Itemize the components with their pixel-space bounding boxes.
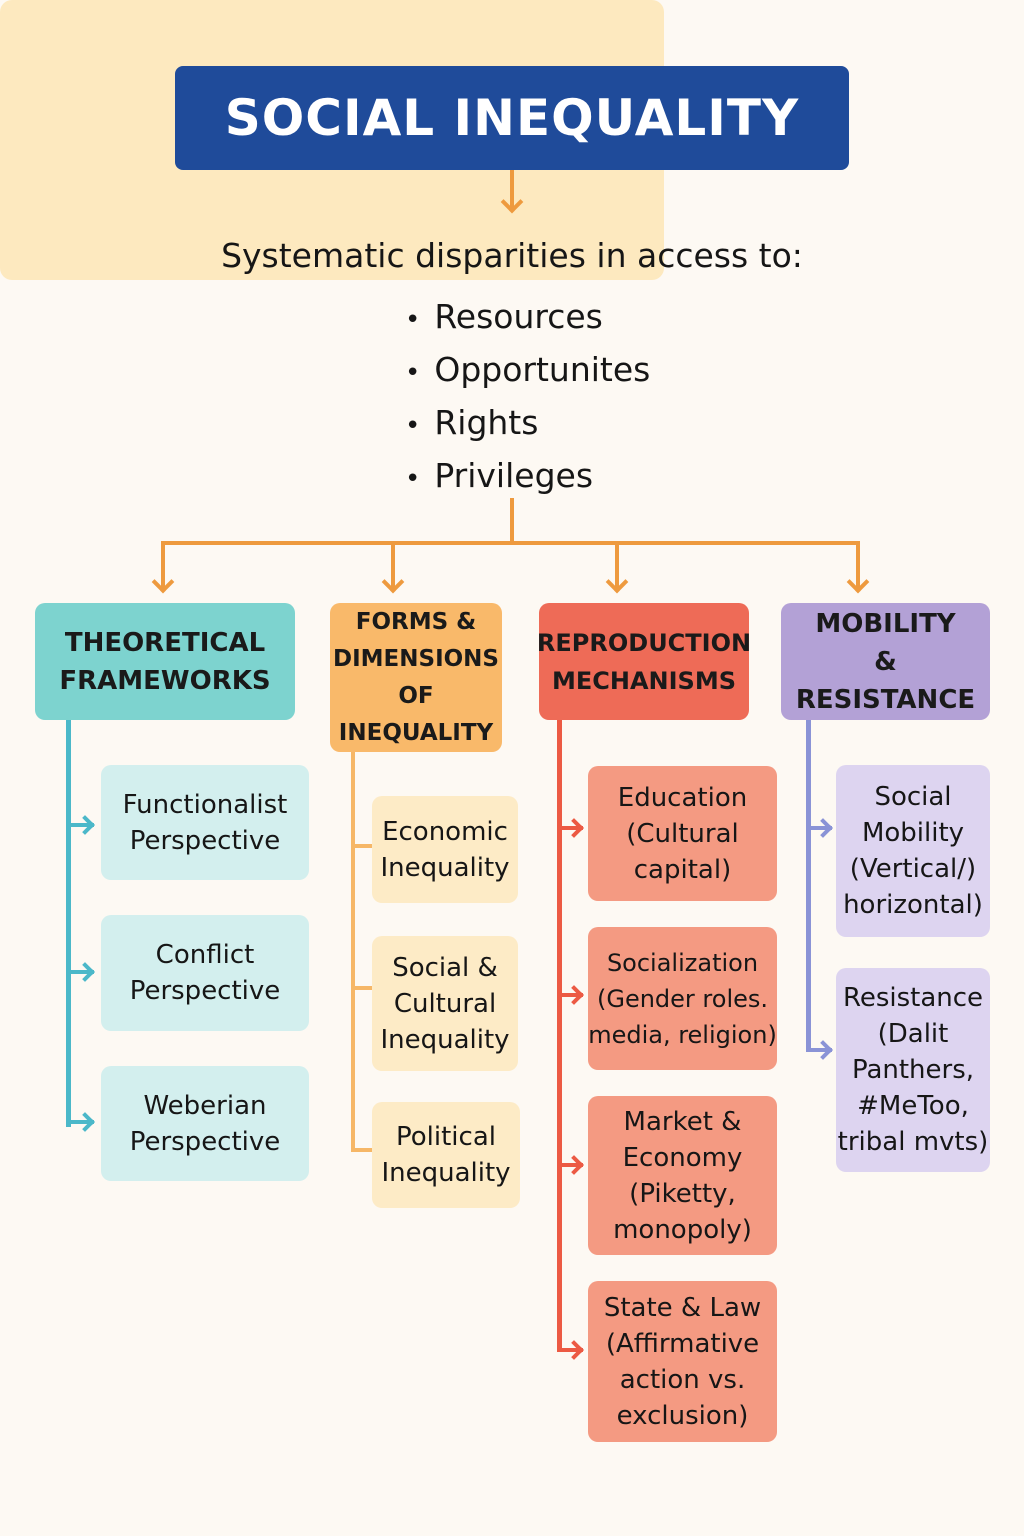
column-line: [806, 715, 811, 1052]
node-social-cultural-inequality: Social & Cultural Inequality: [372, 936, 518, 1071]
arrow-right-icon: [813, 1040, 833, 1060]
node-functionalist: Functionalist Perspective: [101, 765, 309, 880]
header-reproduction-mechanisms: REPRODUCTION MECHANISMS: [537, 603, 751, 720]
arrow-right-icon: [564, 1155, 584, 1175]
definition-heading: Systematic disparities in access to:: [221, 236, 803, 275]
list-item: Resources: [405, 292, 650, 345]
arrow-right-icon: [564, 985, 584, 1005]
arrow-right-icon: [75, 815, 95, 835]
arrow-down-icon: [381, 570, 405, 594]
connector-line: [615, 541, 619, 591]
node-conflict: Conflict Perspective: [101, 915, 309, 1031]
connector-line: [510, 170, 514, 210]
column-line: [351, 750, 355, 1152]
node-weberian: Weberian Perspective: [101, 1066, 309, 1181]
node-social-mobility: Social Mobility (Vertical/) horizontal): [836, 765, 990, 937]
node-political-inequality: Political Inequality: [372, 1102, 520, 1208]
header-theoretical-frameworks: THEORETICAL FRAMEWORKS: [35, 603, 295, 720]
node-resistance: Resistance (Dalit Panthers, #MeToo, trib…: [836, 968, 990, 1172]
connector-line: [161, 541, 165, 591]
connector-line: [391, 541, 395, 591]
column-line: [557, 715, 562, 1352]
header-forms-dimensions: FORMS & DIMENSIONS OF INEQUALITY: [330, 603, 502, 752]
list-item: Rights: [405, 398, 650, 451]
connector-line: [510, 498, 514, 545]
arrow-down-icon: [846, 570, 870, 594]
node-economic-inequality: Economic Inequality: [372, 796, 518, 903]
node-socialization: Socialization (Gender roles. media, reli…: [588, 927, 777, 1070]
list-item: Opportunites: [405, 345, 650, 398]
list-item: Privileges: [405, 451, 650, 504]
arrow-right-icon: [564, 1340, 584, 1360]
diagram-title: SOCIAL INEQUALITY: [175, 66, 849, 170]
definition-list: Resources Opportunites Rights Privileges: [405, 292, 650, 504]
arrow-right-icon: [75, 962, 95, 982]
connector-line: [161, 541, 860, 545]
node-state-law: State & Law (Affirmative action vs. excl…: [588, 1281, 777, 1442]
arrow-right-icon: [564, 818, 584, 838]
node-education: Education (Cultural capital): [588, 766, 777, 901]
arrow-down-icon: [605, 570, 629, 594]
arrow-right-icon: [813, 818, 833, 838]
header-mobility-resistance: MOBILITY & RESISTANCE: [781, 603, 990, 720]
arrow-right-icon: [75, 1112, 95, 1132]
arrow-down-icon: [151, 570, 175, 594]
connector-line: [856, 541, 860, 591]
node-market-economy: Market & Economy (Piketty, monopoly): [588, 1096, 777, 1255]
column-line: [66, 715, 71, 1127]
